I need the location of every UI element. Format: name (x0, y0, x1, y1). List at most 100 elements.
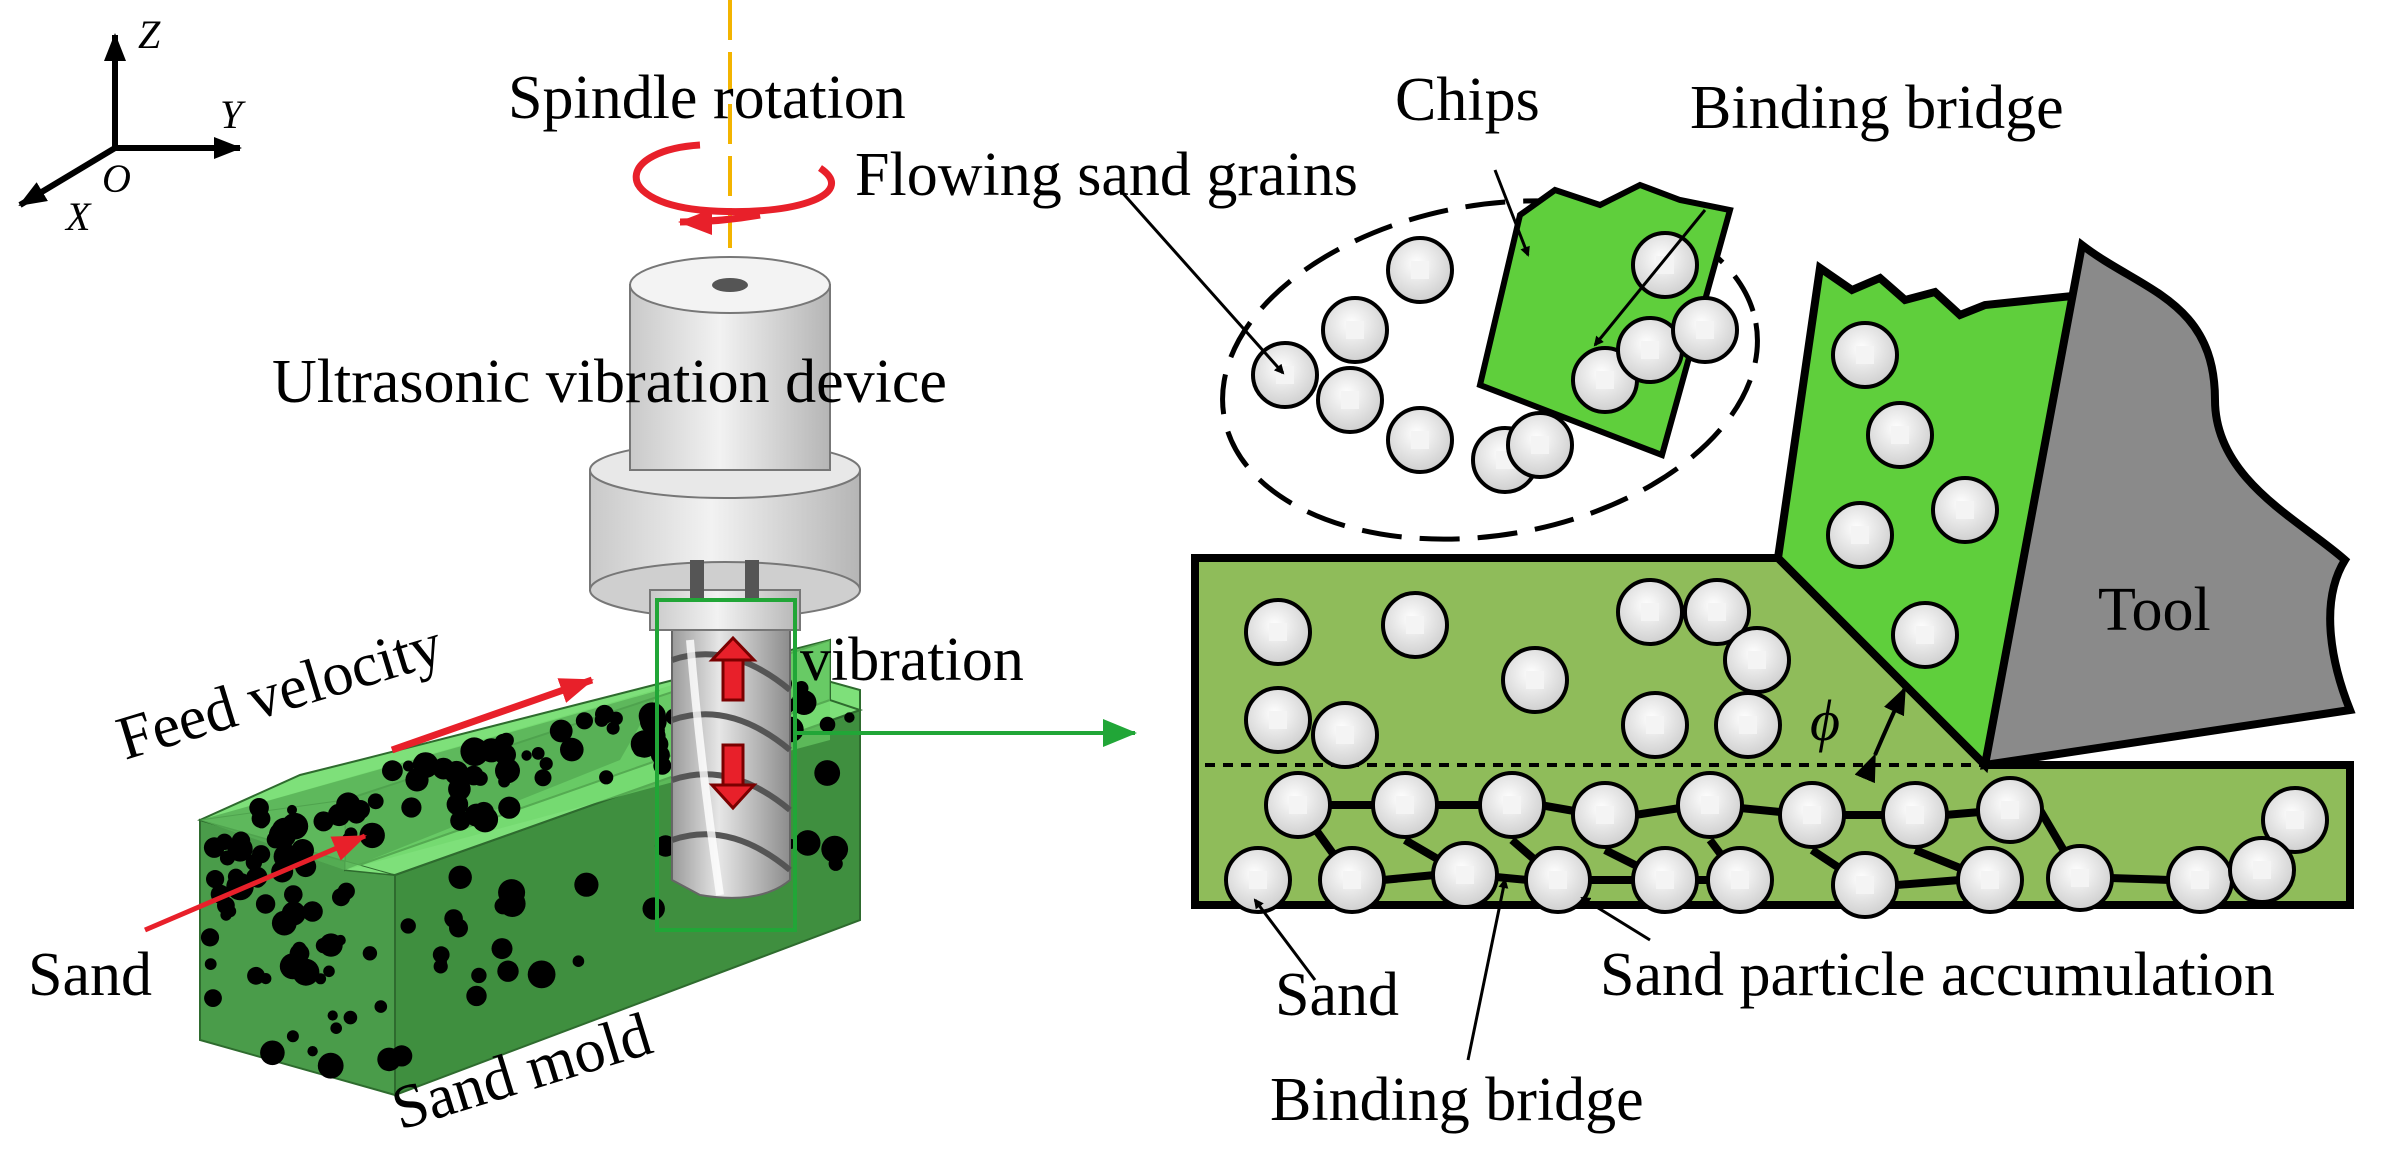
sand-particle-dot (534, 769, 552, 787)
sand-particle-dot (374, 1000, 388, 1013)
sand-particle-dot (436, 956, 448, 968)
binding-bridge (1382, 871, 1436, 884)
sand-label-right: Sand (1275, 961, 1399, 1029)
sand-particle-dot (821, 835, 849, 863)
sand-particle-dot (642, 897, 665, 920)
binding-bridge-bottom-label: Binding bridge (1270, 1066, 1644, 1134)
grain-highlight (1656, 256, 1674, 274)
coordinate-axes: Z Y X O (18, 12, 246, 239)
rotation-arrow-head (678, 208, 761, 235)
grain-highlight (1731, 871, 1749, 889)
shear-angle-label: ϕ (1810, 688, 1840, 753)
sand-particle-dot (284, 885, 303, 904)
grain-highlight (1906, 806, 1924, 824)
sand-particle-dot (828, 856, 843, 871)
sand-particle-dot (448, 865, 472, 889)
grain-highlight (1503, 796, 1521, 814)
grain-highlight (1748, 651, 1766, 669)
grain-highlight (1456, 866, 1474, 884)
grain-highlight (1708, 603, 1726, 621)
grain-highlight (1336, 726, 1354, 744)
grain-highlight (1856, 346, 1874, 364)
sand-particle-dot (491, 938, 513, 960)
sand-particle-dot (327, 1010, 338, 1021)
sand-label-left: Sand (28, 941, 152, 1009)
grain-highlight (1346, 321, 1364, 339)
leader-flowing (1118, 189, 1285, 375)
binding-bridge (1739, 804, 1781, 816)
grain-highlight (1411, 431, 1429, 449)
binding-bridge (1896, 876, 1961, 889)
sand-particle-dot (337, 882, 355, 900)
rotation-arrow-back (632, 141, 835, 216)
axis-y-label: Y (220, 92, 246, 137)
sand-particle-dot (203, 837, 225, 858)
sand-particle-dot (594, 712, 609, 727)
spindle-rotation-label: Spindle rotation (508, 64, 906, 132)
grain-highlight (1596, 806, 1614, 824)
sand-particle-dot (654, 835, 677, 857)
sand-particle-dot (204, 958, 217, 970)
sand-particle-dot (405, 768, 429, 792)
sand-particle-dot (286, 1030, 299, 1043)
sand-particle-dot (797, 697, 811, 711)
grain-highlight (1289, 796, 1307, 814)
grain-highlight (1641, 341, 1659, 359)
sand-particle-dot (343, 1010, 358, 1025)
grain-highlight (1803, 806, 1821, 824)
grain-highlight (1981, 871, 1999, 889)
grain-highlight (2191, 871, 2209, 889)
tool-label: Tool (2098, 576, 2211, 644)
sand-particle-dot (200, 928, 220, 947)
grain-highlight (1341, 391, 1359, 409)
sand-particle-dot (338, 808, 350, 819)
sand-particle-dot (227, 868, 244, 885)
sand-particle-dot (574, 872, 599, 897)
leader-sand-right (1253, 898, 1317, 981)
sand-particle-dot (599, 770, 614, 785)
sand-particle-accumulation-label: Sand particle accumulation (1600, 941, 2275, 1009)
chips-label: Chips (1395, 66, 1540, 134)
sand-particle-dot (402, 760, 414, 772)
sand-particle-dot (247, 966, 265, 985)
sand-arrow (144, 833, 367, 933)
sand-particle-dot (449, 918, 468, 938)
sand-particle-dot (401, 797, 422, 818)
shear-angle-arc (1854, 686, 1907, 784)
sand-particle-dot (521, 750, 532, 761)
sand-particle-dot (323, 965, 335, 978)
sand-particle-dot (464, 803, 488, 827)
grain-highlight (1656, 871, 1674, 889)
sand-particle-dot (255, 816, 268, 829)
grain-highlight (1916, 626, 1934, 644)
grain-highlight (1701, 796, 1719, 814)
vibration-label: vibration (800, 626, 1024, 694)
grain-highlight (1526, 671, 1544, 689)
sand-particle-dot (572, 955, 585, 967)
sand-particle-dot (335, 934, 346, 946)
sand-particle-dot (273, 843, 299, 870)
sand-particle-dot (204, 989, 222, 1007)
sand-particle-dot (224, 905, 237, 918)
sand-particle-dot (494, 744, 516, 766)
leader-binding-bottom (1466, 878, 1509, 1061)
leader-binding-top (1593, 209, 1707, 347)
sand-particle-dot (498, 796, 521, 819)
sand-particle-dot (497, 960, 519, 982)
device-label: Ultrasonic vibration device (272, 348, 947, 416)
axis-z-label: Z (138, 12, 161, 57)
grain-highlight (1856, 876, 1874, 894)
grain-highlight (1891, 426, 1909, 444)
grain-highlight (1646, 716, 1664, 734)
sand-particle-dot (260, 1040, 285, 1066)
tool (1980, 237, 2356, 770)
sand-particle-dot (450, 810, 471, 831)
binding-bridge (1495, 873, 1529, 884)
axis-x-label: X (64, 194, 92, 239)
sand-particle-dot (350, 800, 370, 820)
grain-highlight (2253, 861, 2271, 879)
flowing-grains-boundary (1220, 198, 1760, 542)
ultrasonic-vibration-device (589, 256, 861, 631)
sand-particle-dot (794, 830, 821, 856)
binding-bridge (1634, 804, 1681, 819)
